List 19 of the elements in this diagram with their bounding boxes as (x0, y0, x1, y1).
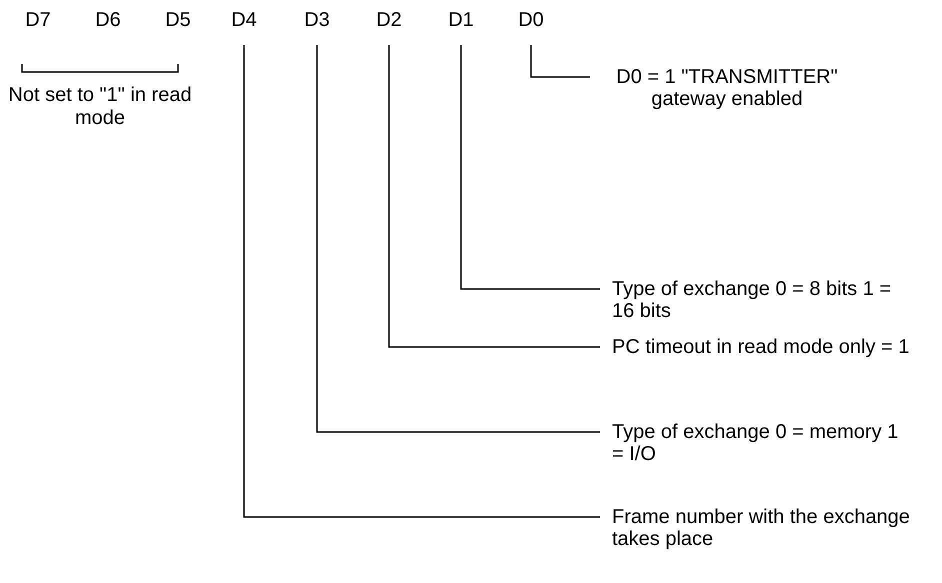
bit-label: D1 (439, 9, 483, 31)
bit-label: D4 (222, 9, 266, 31)
bit-description: PC timeout in read mode only = 1 (612, 336, 912, 358)
bit-description: Type of exchange 0 = memory 1 = I/O (612, 421, 912, 465)
bit-description: Type of exchange 0 = 8 bits 1 = 16 bits (612, 278, 912, 322)
bit-label: D5 (156, 9, 200, 31)
leader-line (460, 45, 600, 290)
leader-line (243, 45, 600, 518)
bracket-note: Not set to "1" in read mode (7, 84, 193, 130)
bit-label: D3 (295, 9, 339, 31)
bit-description: Frame number with the exchange takes place (612, 506, 912, 550)
bit-label: D7 (16, 9, 60, 31)
bit-label: D6 (86, 9, 130, 31)
leader-line (530, 45, 590, 78)
bit-label: D0 (509, 9, 553, 31)
leader-line (316, 45, 600, 433)
leader-line (388, 45, 600, 348)
bit-description: D0 = 1 "TRANSMITTER" gateway enabled (602, 66, 852, 110)
bit-label: D2 (367, 9, 411, 31)
